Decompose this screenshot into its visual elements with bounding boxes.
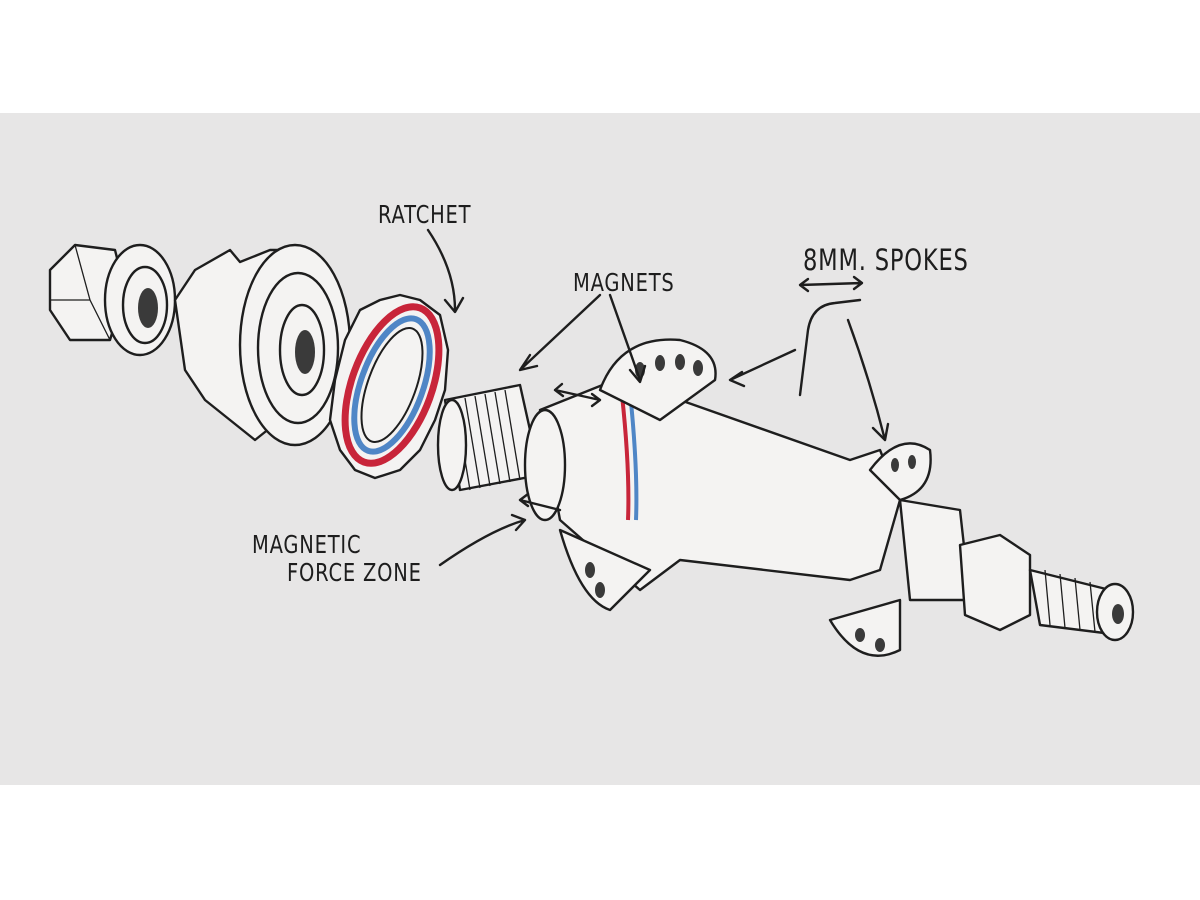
label-ratchet: RATCHET [378, 200, 472, 229]
label-magnetic: MAGNETIC [252, 530, 362, 559]
label-magnets: MAGNETS [573, 268, 675, 297]
axle-nut [48, 243, 177, 357]
spoke [798, 298, 862, 397]
axle [436, 338, 1135, 657]
ratchet-ring [328, 293, 450, 480]
label-spokes: 8MM. SPOKES [803, 243, 969, 277]
label-force-zone: FORCE ZONE [287, 558, 422, 587]
annotation-arrows [426, 228, 890, 567]
sprocket [173, 243, 352, 447]
